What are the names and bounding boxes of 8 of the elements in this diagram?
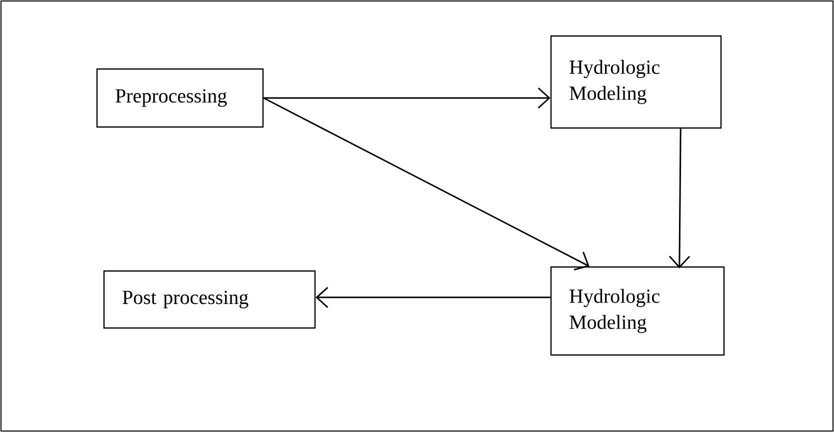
arrow bbox=[316, 286, 550, 308]
process-box: Hydrologic Modeling bbox=[550, 35, 722, 129]
process-box: Hydrologic Modeling bbox=[550, 266, 725, 356]
arrow bbox=[668, 128, 690, 268]
process-box: Post processing bbox=[103, 270, 316, 329]
arrow bbox=[263, 97, 590, 270]
arrow bbox=[264, 87, 550, 109]
process-box: Preprocessing bbox=[96, 68, 264, 128]
